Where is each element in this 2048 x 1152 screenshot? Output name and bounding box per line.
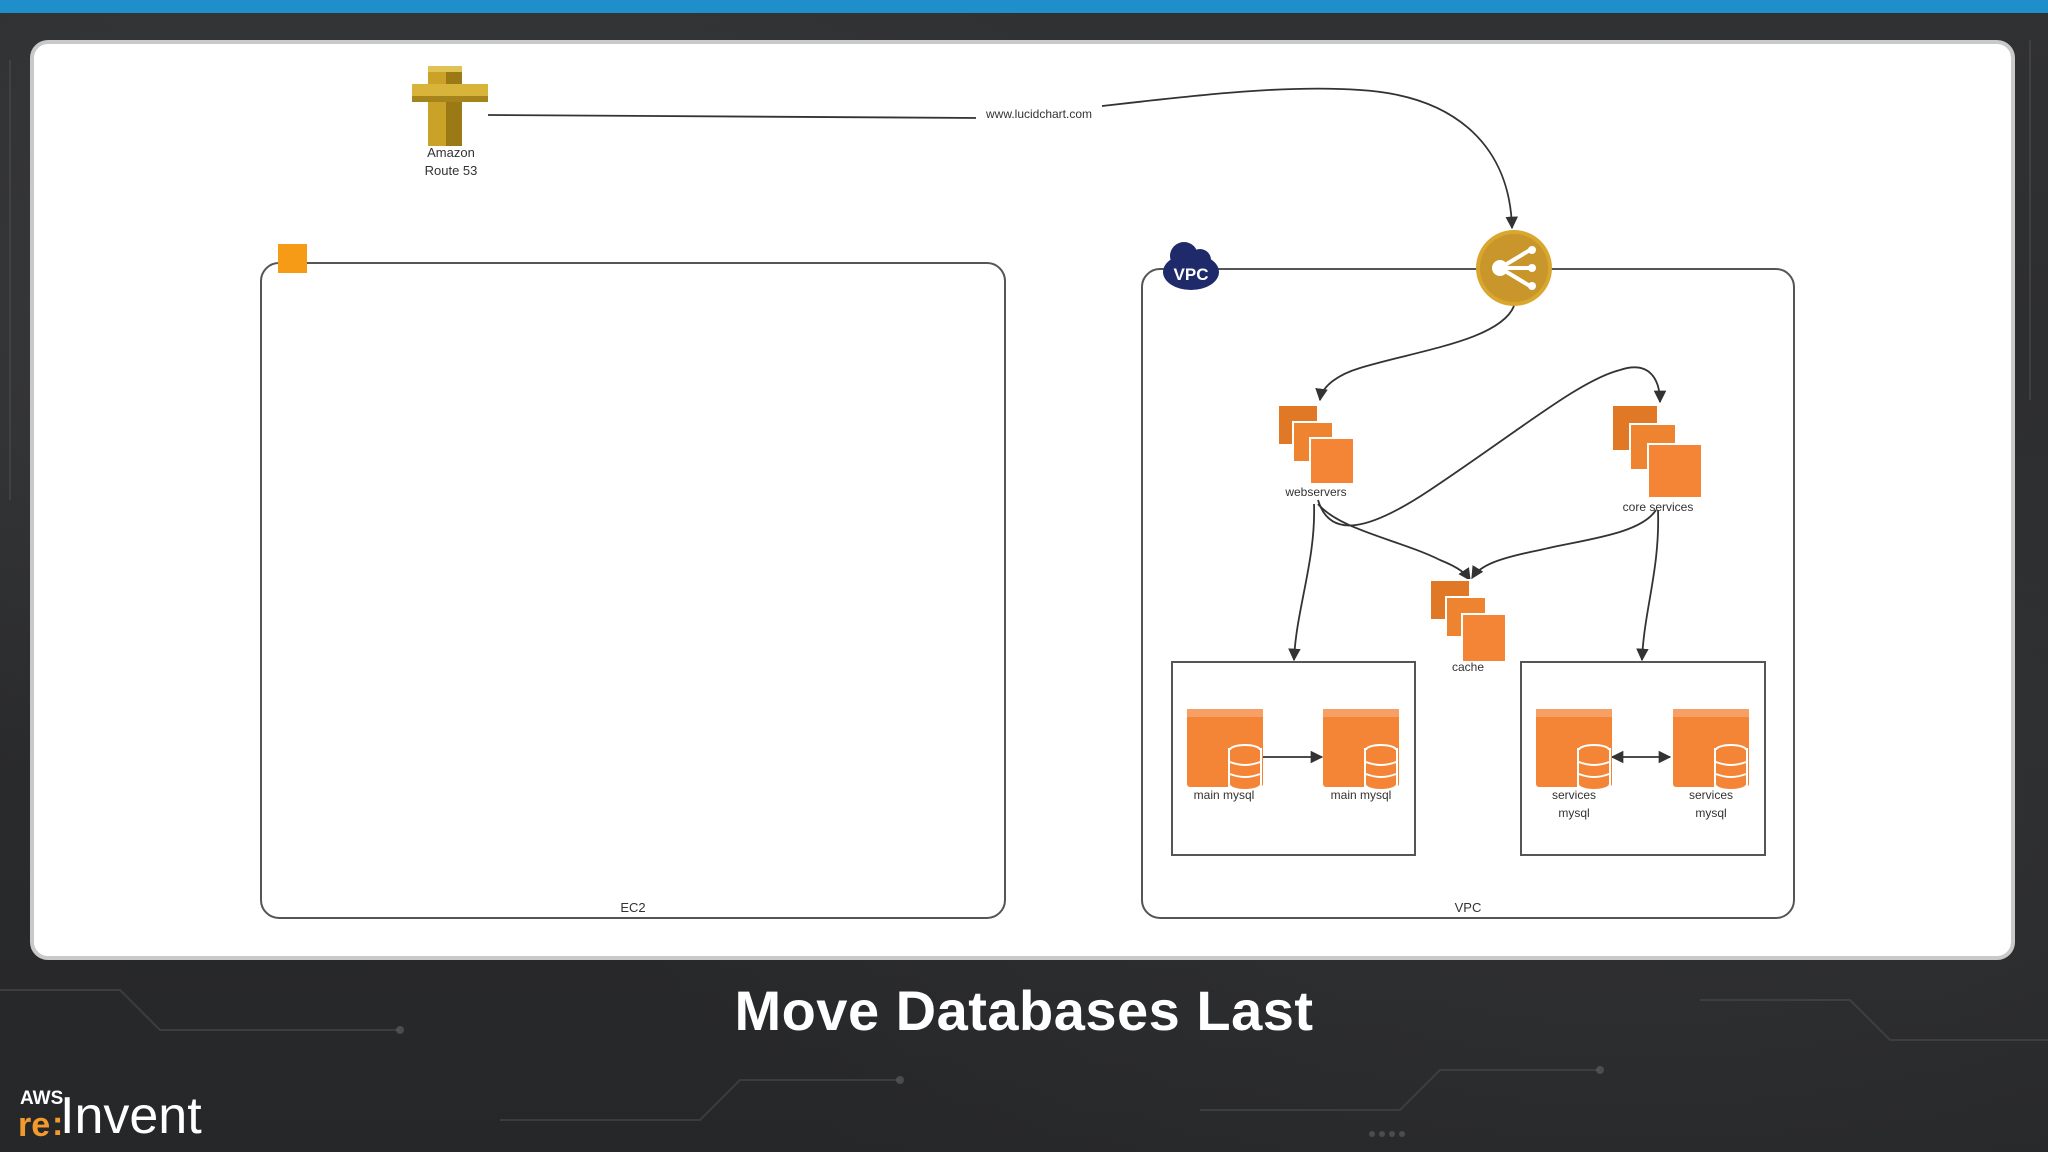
webservers-to-core [1317, 366, 1667, 527]
slide-title: Move Databases Last [734, 979, 1314, 1042]
cache-icon [1429, 579, 1507, 663]
main-mysql-replica-label: main mysql [1331, 788, 1392, 802]
route53-icon [412, 66, 488, 146]
connection-label: www.lucidchart.com [985, 107, 1092, 121]
logo-colon-text: : [52, 1105, 64, 1143]
logo-re-text: re [18, 1106, 51, 1144]
main-mysql-primary-label: main mysql [1194, 788, 1255, 802]
vpc-group-box [1141, 268, 1795, 919]
vpc-cloud-icon [1163, 242, 1219, 290]
elb-icon [1476, 230, 1552, 306]
top-accent-bar [0, 0, 2048, 13]
services-mysql-replica-icon [1673, 709, 1749, 789]
reinvent-logo: AWS re : Invent [18, 1088, 238, 1144]
vpc-badge: VPC [1174, 265, 1209, 284]
core-services-icon [1611, 404, 1703, 499]
elb-to-webservers [1315, 305, 1515, 402]
services-mysql-primary-label-line1: services [1552, 788, 1596, 802]
webservers-label: webservers [1284, 485, 1346, 499]
route53-label-line1: Amazon [427, 145, 475, 160]
core-to-services-db [1636, 509, 1660, 662]
services-db-group-box [1520, 661, 1766, 856]
cache-label: cache [1452, 660, 1484, 674]
diagram-panel [30, 40, 2015, 960]
ec2-icon [278, 244, 307, 273]
webservers-icon [1277, 404, 1355, 485]
main-mysql-replica-icon [1323, 709, 1399, 789]
services-mysql-replica-label-line2: mysql [1695, 806, 1726, 820]
services-mysql-primary-icon [1536, 709, 1612, 789]
core-services-label: core services [1623, 500, 1694, 514]
webservers-to-main-db [1288, 503, 1315, 662]
services-mysql-replica-label-line1: services [1689, 788, 1733, 802]
core-to-cache [1471, 509, 1657, 580]
vpc-group-label: VPC [1455, 900, 1482, 915]
webservers-to-cache [1317, 503, 1471, 582]
ec2-group-box [260, 262, 1006, 919]
route53-label-line2: Route 53 [425, 163, 478, 178]
logo-invent-text: Invent [60, 1087, 202, 1145]
main-db-group-box [1171, 661, 1416, 856]
main-mysql-primary-icon [1187, 709, 1263, 789]
ec2-group-label: EC2 [620, 900, 645, 915]
services-mysql-primary-label-line2: mysql [1558, 806, 1589, 820]
logo-aws-text: AWS [20, 1088, 64, 1109]
